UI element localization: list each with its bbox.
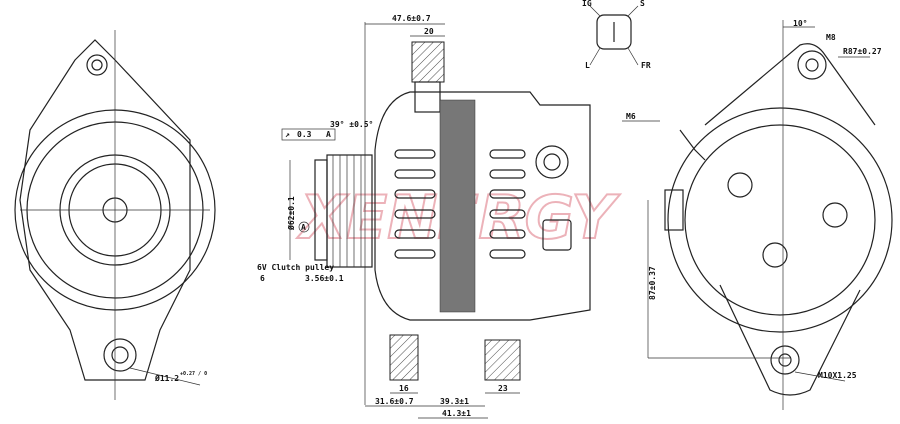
connector-body <box>596 14 632 50</box>
side-connector <box>542 219 572 251</box>
runout-symbol: ↗ <box>285 130 290 139</box>
hole-dimension: Ø11.2 <box>154 373 179 383</box>
radius-dim: R87±0.27 <box>843 47 882 56</box>
side-housing <box>374 91 591 321</box>
height-dim: 87±0.37 <box>648 266 657 300</box>
span-inner-dim: 39.3±1 <box>440 397 469 406</box>
datum-label: A <box>301 223 306 232</box>
runout-value: 0.3 <box>297 130 312 139</box>
groove-angle-dim: 39° ±0.5° <box>330 120 373 129</box>
side-view: 47.6±0.7 20 <box>257 14 591 419</box>
runout-datum: A <box>326 130 331 139</box>
pulley <box>314 154 373 268</box>
overall-width-dim: 47.6±0.7 <box>392 14 431 23</box>
hole-tolerance: +0.27 / 0 <box>180 371 207 377</box>
front-view: Ø11.2 +0.27 / 0 <box>14 30 216 400</box>
groove-pitch-dim: 3.56±0.1 <box>305 274 344 283</box>
rear-terminal-stud <box>679 129 706 161</box>
pin-l: L <box>585 61 590 70</box>
bottom-ear-width-dim: 16 <box>399 384 409 393</box>
span-outer-dim: 41.3±1 <box>442 409 471 418</box>
pulley-diameter-dim: Ø62±0.1 <box>286 196 296 231</box>
rear-terminal-block <box>664 189 684 231</box>
rear-bearing-1 <box>727 172 753 198</box>
thread-top-dim: M8 <box>826 33 836 42</box>
rear-view: 10° M8 R87±0.27 M6 87±0.37 M10X1.25 <box>622 19 893 410</box>
pulley-label: 6V Clutch pulley <box>257 263 334 272</box>
right-ear-section <box>484 339 521 381</box>
offset-left-dim: 31.6±0.7 <box>375 397 414 406</box>
bottom-mount-hole <box>111 346 129 364</box>
angle-dim: 10° <box>793 19 807 28</box>
runout-frame <box>281 128 336 141</box>
rear-housing <box>667 107 893 333</box>
top-ear-width-dim: 20 <box>424 27 434 36</box>
thread-bottom-dim: M10X1.25 <box>818 371 857 380</box>
connector-detail: IG S L FR <box>582 0 651 70</box>
top-ear-section <box>411 41 445 83</box>
top-mount-hole <box>91 59 103 71</box>
pin-fr: FR <box>641 61 651 70</box>
bottom-ear-section <box>389 334 419 381</box>
pin-ig: IG <box>582 0 592 8</box>
groove-count: 6 <box>260 274 265 283</box>
cooling-slots <box>394 149 526 259</box>
pin-s: S <box>640 0 645 8</box>
stator-core <box>439 99 476 313</box>
rear-bottom-arm <box>719 284 861 396</box>
rear-top-arm <box>704 43 876 126</box>
rear-bearing-2 <box>822 202 848 228</box>
terminal-dim: M6 <box>626 112 636 121</box>
right-ear-width-dim: 23 <box>498 384 508 393</box>
top-mount-ear <box>86 54 108 76</box>
bottom-mount-ear <box>103 338 137 372</box>
rear-bearing-3 <box>762 242 788 268</box>
b-terminal <box>535 145 569 179</box>
